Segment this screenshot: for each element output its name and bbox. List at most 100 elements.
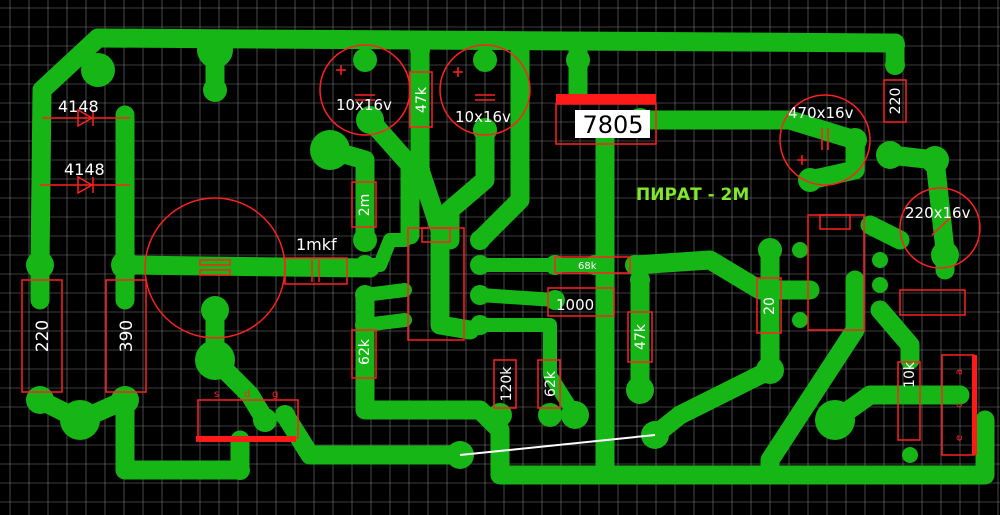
solder-pad [410,160,430,180]
resistor-62k-a-outline [351,329,377,379]
solder-pad [626,376,654,404]
solder-pad [473,118,497,142]
label-connector-3: e [954,435,965,441]
solder-pad [792,242,808,258]
trace-left-vertical [30,28,108,310]
solder-pad [111,251,139,279]
trace-top-bus [88,28,905,53]
label-resistor-62k-a: 62k [357,338,373,365]
solder-pad [876,141,904,169]
label-fet-g: g [272,389,278,400]
label-capacitor-470: 470x16v [788,104,854,122]
solder-pad [872,277,888,293]
trace-20-res [645,240,780,445]
capacitor-small-right-outline [899,289,966,316]
solder-pad [203,78,227,102]
solder-pad [872,302,888,318]
solder-pad [566,48,590,72]
label-resistor-47k-top: 47k [414,86,430,113]
solder-pad [902,447,918,463]
label-resistor-20: 20 [762,297,778,315]
solder-pad [81,53,115,87]
capacitor-10x16-b-outline [439,44,531,136]
solder-pad [410,40,430,60]
label-resistor-120k: 120k [499,366,515,402]
solder-pad [902,337,918,353]
solder-pad [26,251,54,279]
solder-pad [815,400,855,440]
solder-pad [792,312,808,328]
resistor-220-right-outline [883,79,907,123]
resistor-20-outline [756,277,782,334]
solder-pad [201,296,229,324]
label-fet-s: s [214,389,219,400]
resistor-10k-outline [897,361,921,441]
solder-pad [353,228,377,252]
trace-ic-pin-row-3 [473,318,582,422]
solder-pad [473,48,497,72]
solder-pad [921,146,949,174]
solder-pad [310,130,350,170]
resistor-2m-outline [351,181,377,228]
capacitor-1mkf-outline [284,257,348,285]
transistor-right-tab [819,214,851,230]
solder-pad [488,403,512,427]
solder-pad [931,241,959,269]
solder-pad [510,35,530,55]
solder-pad [792,282,808,298]
label-resistor-2m: 2m [357,194,373,217]
solder-pad [356,106,384,134]
capacitor-large-plate-1 [199,259,231,266]
capacitor-220-plate [931,217,951,236]
solder-pad [111,386,139,414]
solder-pad [470,315,490,335]
label-capacitor-10x16-b: 10x16v [455,108,511,126]
regulator-label-bg [575,110,650,138]
solder-pad [545,290,565,310]
label-diode-1: 4148 [58,97,99,116]
solder-pad [60,400,100,440]
trace-62k-down [355,285,995,485]
label-capacitor-10x16-a: 10x16v [336,96,392,114]
label-resistor-390: 390 [117,320,137,352]
solder-pad [630,270,650,290]
capacitor-1000-outline [547,287,615,317]
label-resistor-220-right: 220 [888,88,904,115]
trace-ic-right-1 [470,35,530,250]
solder-pad [872,222,888,238]
solder-pad [885,35,905,55]
connector-bar [972,355,977,455]
label-regulator: 7805 [582,111,643,139]
trace-fet-to-jumper [275,405,470,465]
label-resistor-68k: 68k [578,261,597,272]
solder-pad [756,356,784,384]
trace-ic-pin-row-2 [473,288,562,307]
solder-pad [197,32,233,68]
solder-pad [275,405,295,425]
resistor-390-outline [105,279,147,393]
diode-1-body [77,108,94,128]
solder-pad [538,403,562,427]
jumper-wire [459,434,656,456]
capacitor-220-outline [899,187,981,269]
regulator-heatsink-bar [556,94,656,104]
fet-heatsink-bar [196,436,296,442]
solder-pad [26,386,54,414]
solder-pad [355,255,375,275]
resistor-47k-mid-outline [627,311,653,363]
capacitor-470-outline [779,94,871,186]
label-resistor-62k-b: 62k [543,370,559,397]
solder-pad [798,168,822,192]
trace-diagonal-right [760,270,865,485]
resistor-68k-outline [554,256,631,274]
solder-pad [470,285,490,305]
solder-pad [885,55,905,75]
resistor-220-left-outline [21,279,63,393]
label-connector-2: c [954,402,965,408]
solder-pad [253,408,277,432]
solder-pad [561,401,589,429]
solder-pad [585,255,605,275]
label-capacitor-1mkf: 1mkf [296,235,337,254]
label-resistor-47k-mid: 47k [633,323,649,350]
